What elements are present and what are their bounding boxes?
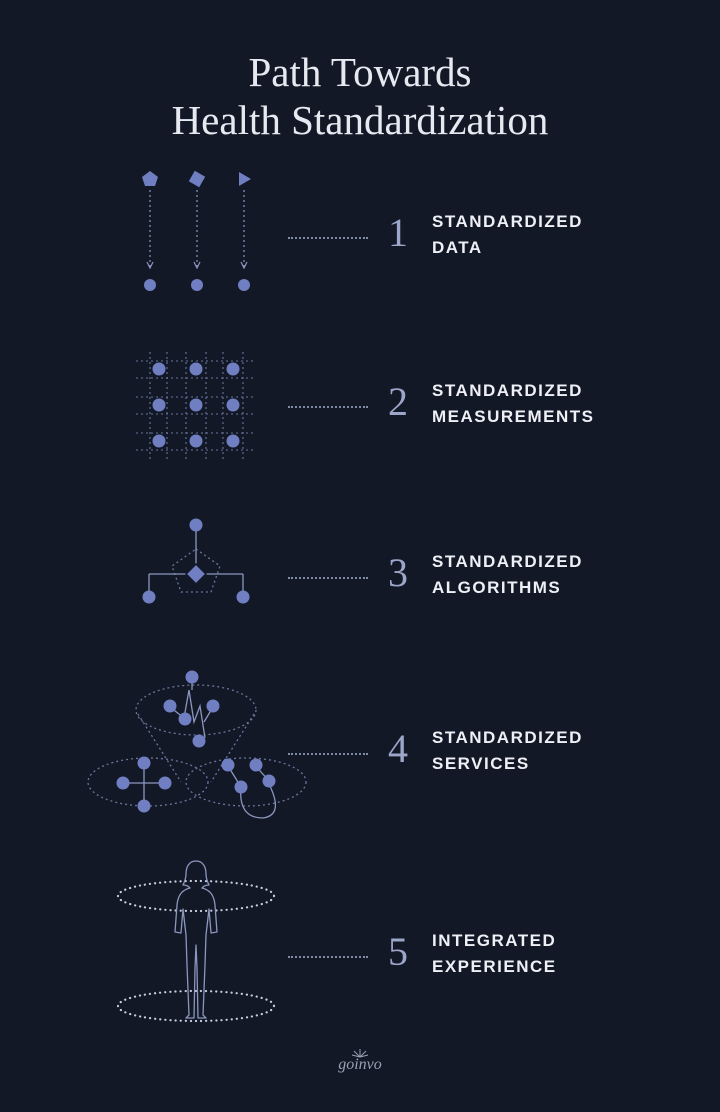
diamond-icon <box>188 170 206 188</box>
title-line-1: Path Towards <box>248 49 472 95</box>
step-label-line-1: STANDARDIZED <box>432 552 583 571</box>
triangle-icon <box>239 172 251 186</box>
pentagon-icon <box>142 171 158 186</box>
services-nodes <box>116 670 276 819</box>
step-label: STANDARDIZED DATA <box>432 209 583 261</box>
step-label-line-2: MEASUREMENTS <box>432 407 595 426</box>
goinvo-logo: goinvo <box>310 1048 410 1074</box>
measurement-nodes <box>152 362 240 448</box>
step-label-line-1: INTEGRATED <box>432 931 557 950</box>
step-label: INTEGRATED EXPERIENCE <box>432 928 557 980</box>
step-number: 3 <box>388 550 408 595</box>
logo-text: goinvo <box>338 1056 382 1073</box>
step-label-line-2: DATA <box>432 238 483 257</box>
data-illustration <box>142 170 251 291</box>
step-number: 4 <box>388 726 408 771</box>
dotted-leader <box>288 406 368 408</box>
step-label: STANDARDIZED MEASUREMENTS <box>432 378 595 430</box>
dotted-leader <box>288 753 368 755</box>
dotted-leader <box>288 577 368 579</box>
diamond-node-icon <box>185 563 207 585</box>
step-label: STANDARDIZED SERVICES <box>432 725 583 777</box>
step-label-line-2: EXPERIENCE <box>432 957 557 976</box>
measurement-grid-illustration <box>136 352 256 462</box>
title-line-2: Health Standardization <box>171 97 549 143</box>
step-label: STANDARDIZED ALGORITHMS <box>432 549 583 601</box>
step-number: 2 <box>388 379 408 424</box>
step-label-line-1: STANDARDIZED <box>432 728 583 747</box>
dotted-leader <box>288 237 368 239</box>
integrated-experience-illustration <box>116 860 276 1023</box>
step-label-line-1: STANDARDIZED <box>432 212 583 231</box>
dotted-leader <box>288 956 368 958</box>
sunburst-icon <box>351 1049 369 1058</box>
person-icon <box>174 860 218 1019</box>
step-number: 1 <box>388 210 408 255</box>
step-label-line-1: STANDARDIZED <box>432 381 583 400</box>
algorithm-illustration <box>142 518 250 604</box>
step-number: 5 <box>388 929 408 974</box>
page-title: Path Towards Health Standardization <box>0 48 720 144</box>
step-label-line-2: ALGORITHMS <box>432 578 562 597</box>
step-label-line-2: SERVICES <box>432 754 530 773</box>
